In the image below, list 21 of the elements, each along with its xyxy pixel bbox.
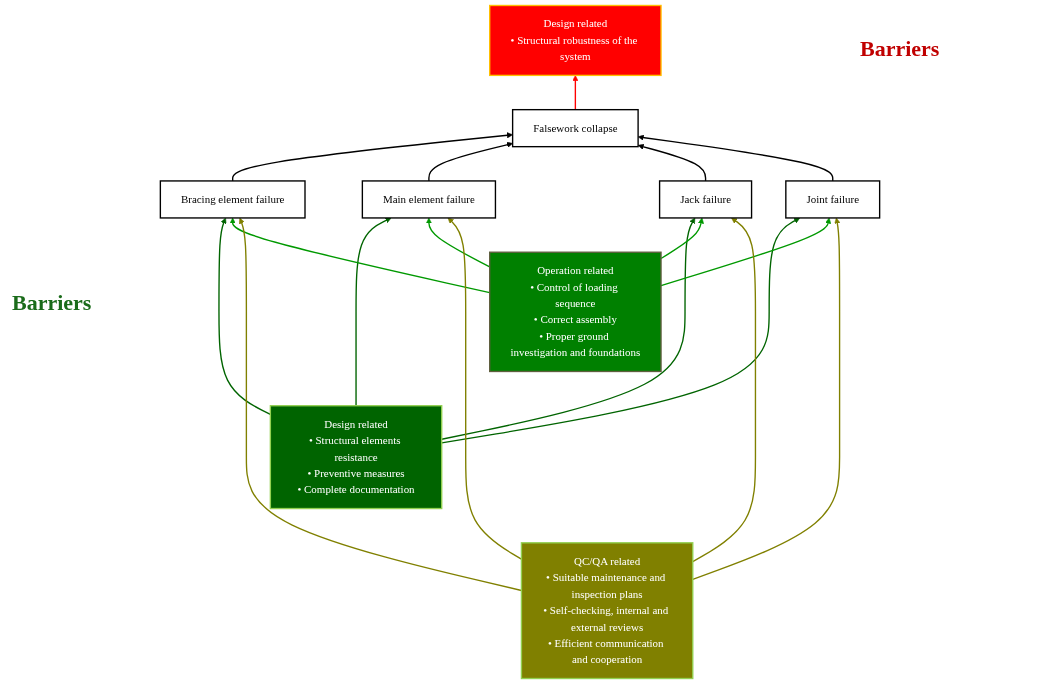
node-box: Design related • Structural elements resistance • Preventive measures • Complete documentation — [269, 405, 443, 510]
arrow — [692, 217, 841, 581]
arrow — [441, 217, 800, 444]
arrow — [355, 217, 392, 407]
arrow — [692, 217, 757, 563]
arrow — [637, 134, 834, 182]
node-box: Jack failure — [658, 180, 753, 219]
node-box: QC/QA related • Suitable maintenance and inspection plans • Self-checking, internal and external reviews • Efficient communication and cooperation — [520, 542, 694, 680]
node-box: Falsework collapse — [511, 108, 639, 148]
arrow — [232, 132, 513, 182]
arrow — [441, 217, 696, 440]
arrow — [428, 141, 513, 182]
barriers-heading: Barriers — [860, 36, 940, 62]
node-box: Bracing element failure — [159, 180, 306, 219]
node-box: Operation related • Control of loading sequence • Correct assembly • Proper ground investigation and foundations — [489, 251, 662, 373]
barriers-heading: Barriers — [12, 290, 92, 316]
node-box: Main element failure — [361, 180, 497, 219]
node-box: Joint failure — [785, 180, 881, 219]
node-box: Design related • Structural robustness of the system — [489, 4, 662, 77]
arrow — [572, 75, 579, 111]
arrow — [637, 143, 707, 182]
